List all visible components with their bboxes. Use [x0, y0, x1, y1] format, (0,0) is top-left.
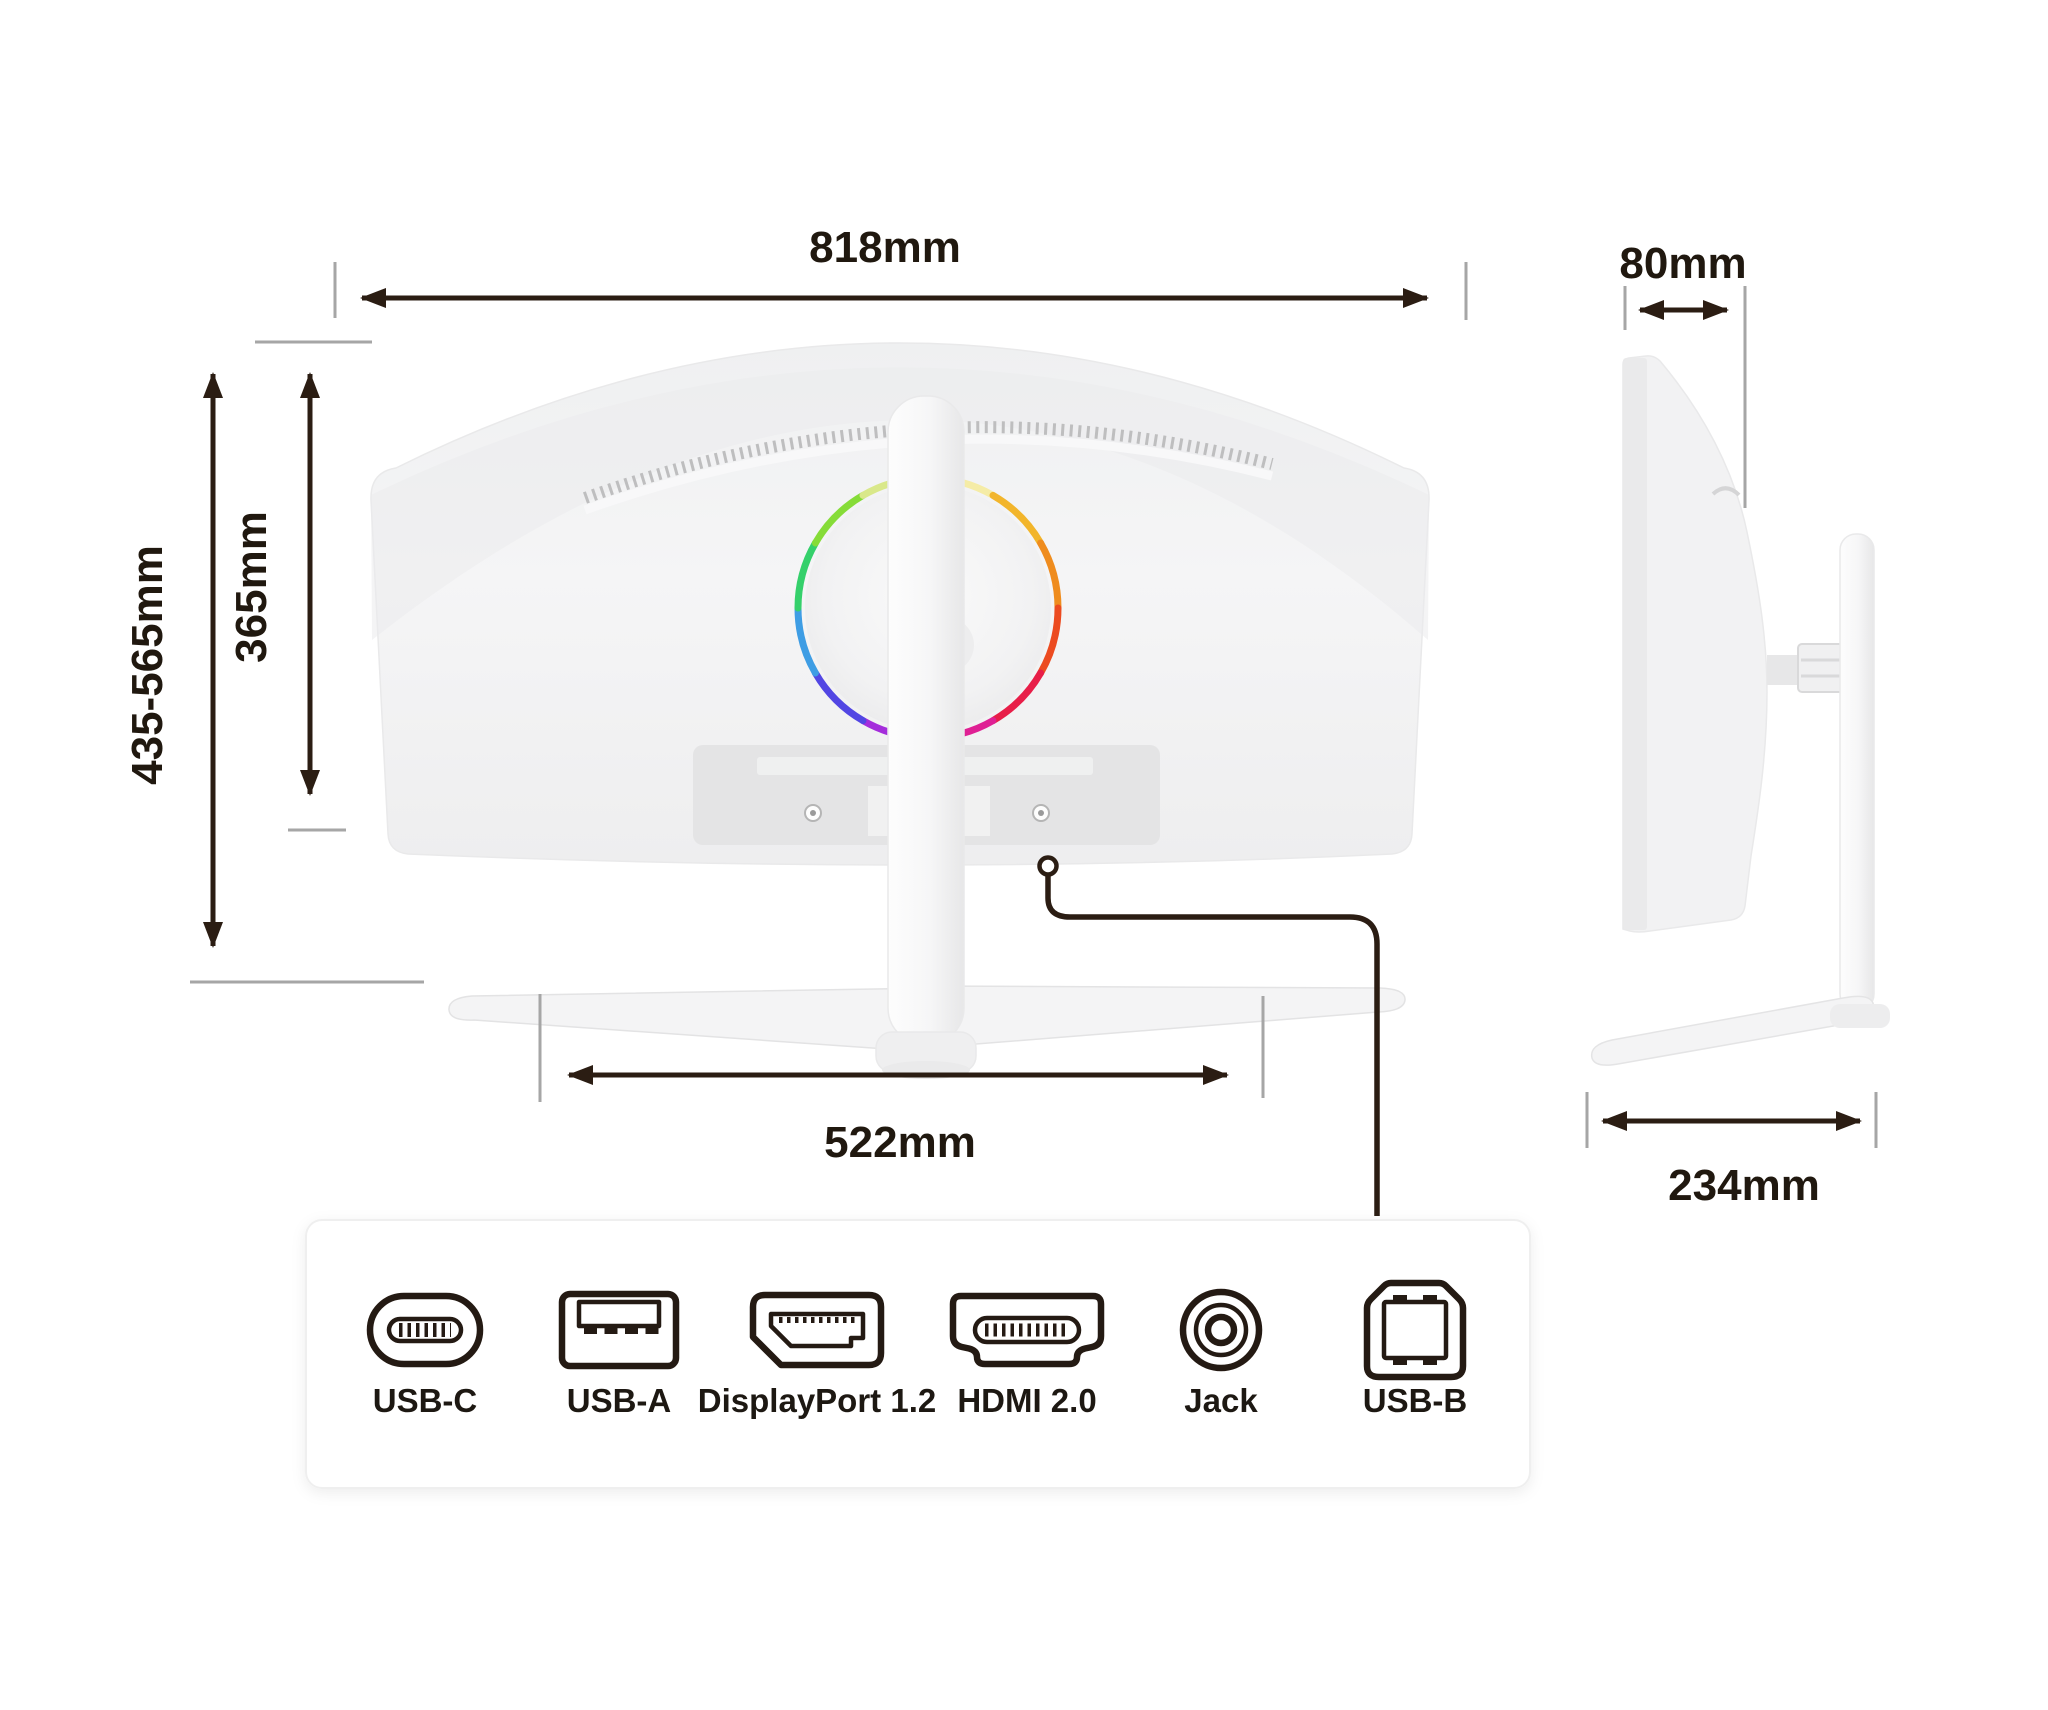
callout-origin-dot — [1037, 855, 1059, 877]
port-label: USB-A — [567, 1382, 672, 1419]
monitor-side-view — [1590, 355, 1890, 1066]
height-range-label: 435-565mm — [123, 545, 172, 785]
dimension-height-range-435-565: 435-565mm — [123, 340, 424, 984]
port-label: USB-C — [373, 1382, 478, 1419]
usb-a-icon — [558, 1290, 680, 1370]
port-label: Jack — [1184, 1382, 1258, 1419]
stand-foot-side — [1830, 1004, 1890, 1028]
side-hinge-neck — [1767, 655, 1801, 685]
dimension-depth-80: 80mm — [1619, 239, 1747, 508]
port-label: HDMI 2.0 — [957, 1382, 1096, 1419]
usb-b-icon — [1363, 1279, 1467, 1381]
stand-column-back — [875, 395, 977, 1079]
usb-c-icon — [366, 1292, 484, 1368]
dimension-panel-height-365: 365mm — [227, 372, 346, 832]
stand-base-side — [1590, 995, 1875, 1066]
port-item: USB-C — [366, 1292, 484, 1419]
port-label: USB-B — [1363, 1382, 1468, 1419]
stand-column-side — [1839, 533, 1875, 1011]
monitor-side-front-edge — [1623, 358, 1647, 930]
width-label: 818mm — [809, 223, 961, 272]
vesa-screw — [804, 804, 822, 822]
dimension-base-depth-234: 234mm — [1585, 1092, 1878, 1210]
port-label: DisplayPort 1.2 — [698, 1382, 936, 1419]
side-curve-detail — [1711, 486, 1741, 497]
ports-panel-box — [305, 1219, 1531, 1489]
stand-width-label: 522mm — [824, 1118, 976, 1167]
audio-jack-icon — [1179, 1288, 1263, 1372]
side-hinge-bracket — [1797, 643, 1845, 693]
port-item: HDMI 2.0 — [949, 1292, 1105, 1419]
base-depth-label: 234mm — [1668, 1161, 1820, 1210]
port-item: DisplayPort 1.2 — [698, 1291, 936, 1419]
depth-label: 80mm — [1619, 239, 1746, 288]
vesa-screw — [1032, 804, 1050, 822]
monitor-back-view — [370, 342, 1430, 1079]
ports-callout-line — [1037, 855, 1380, 1216]
dimension-width-818: 818mm — [333, 223, 1468, 320]
monitor-side-body — [1622, 355, 1768, 933]
displayport-icon — [749, 1291, 885, 1369]
stand-base-back — [448, 985, 1406, 1053]
hdmi-icon — [949, 1292, 1105, 1368]
port-item: Jack — [1179, 1288, 1263, 1419]
port-item: USB-B — [1363, 1279, 1468, 1419]
port-item: USB-A — [558, 1290, 680, 1419]
ports-panel: USB-C USB-A DisplayPort 1.2 — [305, 1219, 1531, 1489]
panel-height-label: 365mm — [227, 511, 276, 663]
dimension-stand-width-522: 522mm — [538, 994, 1265, 1167]
